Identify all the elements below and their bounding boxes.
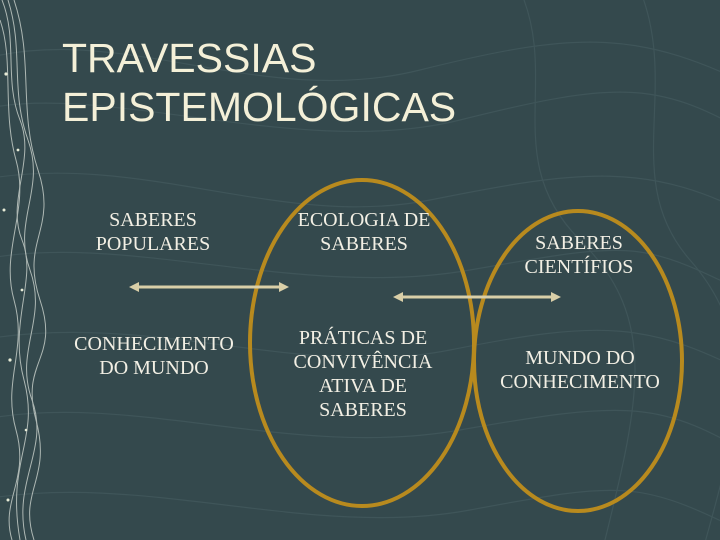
label-mundo-do-conhecimento: MUNDO DO CONHECIMENTO bbox=[500, 347, 660, 393]
label-saberes-populares: SABERES POPULARES bbox=[95, 209, 211, 255]
left-edge-texture bbox=[0, 0, 47, 540]
label-conhecimento-do-mundo: CONHECIMENTO DO MUNDO bbox=[74, 333, 234, 379]
label-ecologia-de-saberes: ECOLOGIA DE SABERES bbox=[297, 209, 431, 255]
title-line-2: EPISTEMOLÓGICAS bbox=[62, 84, 457, 130]
slide-title: TRAVESSIAS EPISTEMOLÓGICAS bbox=[62, 34, 456, 132]
label-saberes-cientificos: SABERES CIENTÍFIOS bbox=[524, 232, 634, 278]
title-line-1: TRAVESSIAS bbox=[62, 35, 317, 81]
left-edge-specks bbox=[2, 72, 28, 502]
label-praticas-de-convivencia: PRÁTICAS DE CONVIVÊNCIA ATIVA DE SABERES bbox=[293, 327, 433, 421]
right-ellipse bbox=[472, 209, 684, 513]
